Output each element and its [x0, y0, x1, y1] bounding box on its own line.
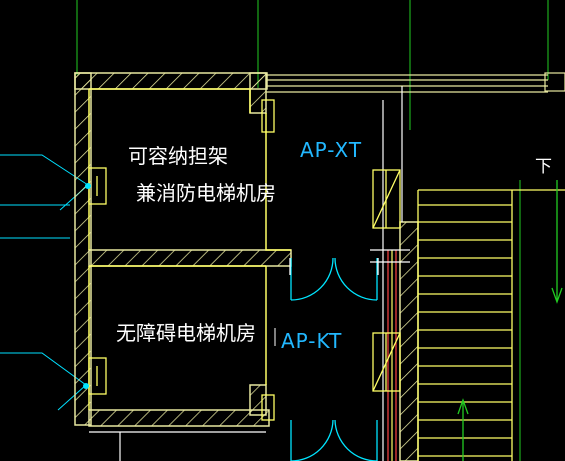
equipment-boxes — [261, 99, 401, 421]
bottom-partition — [89, 431, 266, 461]
arrow-down-icon — [551, 180, 563, 304]
staircase — [417, 189, 565, 461]
lower-panel-node — [83, 383, 89, 389]
slab-lines — [266, 72, 565, 93]
axis-lines — [76, 0, 549, 461]
room-lower-label: 无障碍电梯机房 — [116, 321, 256, 345]
tag-lower: AP-KT — [281, 329, 342, 353]
stair-direction-label: 下 — [535, 157, 552, 177]
tag-upper: AP-XT — [300, 138, 362, 162]
shaft-lines — [370, 86, 410, 461]
arrow-up-icon — [457, 398, 469, 461]
wall-hatching — [74, 72, 419, 461]
doors — [289, 257, 379, 461]
room-upper-line1: 可容纳担架 — [128, 144, 228, 168]
upper-panel-node — [85, 183, 91, 189]
room-upper-line2: 兼消防电梯机房 — [136, 181, 276, 205]
electrical-panel-icon — [88, 357, 107, 395]
